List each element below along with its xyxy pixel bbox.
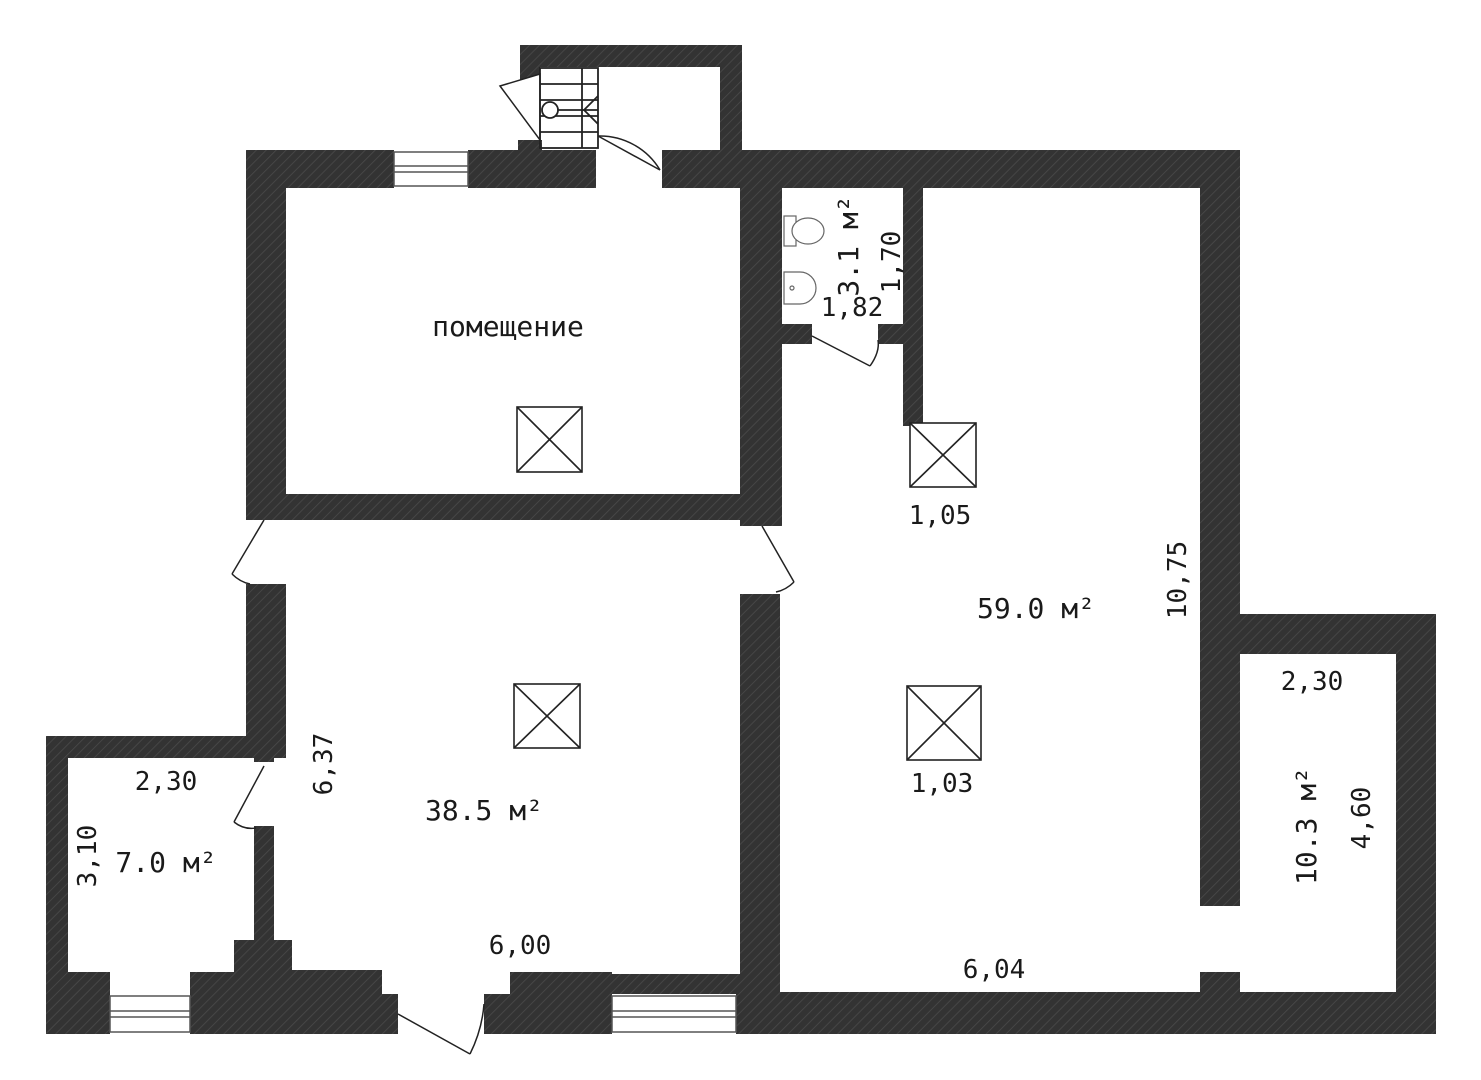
wall [90, 994, 110, 1034]
door-hall-right [761, 525, 795, 593]
wall [1396, 614, 1436, 1034]
door-bathroom [811, 335, 880, 367]
wall [740, 150, 782, 526]
wall [878, 324, 923, 344]
dimension-main-length: 10,75 [1163, 541, 1193, 619]
dimension-bathroom-length: 1,70 [877, 231, 907, 294]
door-entrance [597, 135, 661, 171]
windows [109, 151, 737, 1033]
wall [234, 940, 292, 1034]
dimension-hall-length: 6,37 [309, 733, 339, 796]
sink-icon [783, 271, 817, 305]
room-area-bathroom: 3.1 м² [832, 195, 865, 296]
wall [740, 594, 780, 1034]
window [393, 151, 469, 187]
dimension-side-length: 4,60 [1347, 787, 1377, 850]
dimension-main-width: 6,04 [963, 955, 1026, 985]
dimension-side-width: 2,30 [1281, 667, 1344, 697]
wall [1200, 150, 1240, 650]
dimension-storage-length: 3,10 [73, 825, 103, 888]
room-area-main: 59.0 м² [977, 592, 1095, 625]
wall [468, 150, 596, 188]
columns [513, 406, 982, 761]
wall [290, 970, 382, 1034]
stairs [539, 67, 599, 149]
door-pomeshchenie-left [231, 519, 265, 585]
dimension-bathroom-width: 1,82 [821, 293, 884, 323]
dimension-storage-width: 2,30 [135, 767, 198, 797]
room-label-pomeshchenie: помещение [432, 310, 584, 343]
wall [520, 45, 742, 67]
dimension-column-upper-right: 1,05 [909, 501, 972, 531]
wall [254, 826, 274, 946]
wall [246, 584, 286, 758]
wall [720, 45, 742, 155]
wall [382, 994, 398, 1034]
toilet-icon [783, 215, 825, 247]
room-area-side: 10.3 м² [1290, 767, 1323, 885]
room-area-hall: 38.5 м² [425, 794, 543, 827]
wall [484, 994, 514, 1034]
wall [46, 736, 68, 1034]
wall [510, 972, 612, 1034]
column-upper-right [909, 422, 977, 488]
column-pomeshchenie [516, 406, 583, 473]
wall [903, 186, 923, 326]
wall [778, 324, 812, 344]
walls [46, 45, 1436, 1034]
dimension-hall-width: 6,00 [489, 931, 552, 961]
door-vestibule [498, 72, 541, 143]
column-hall [513, 683, 581, 749]
doors [231, 72, 880, 1055]
wall [1200, 640, 1240, 906]
labels: помещение 38.5 м² 6,00 6,37 7.0 м² 2,30 … [73, 195, 1377, 985]
door-bottom [397, 1003, 485, 1055]
door-storage [233, 765, 265, 830]
wall [190, 972, 240, 1034]
room-area-storage: 7.0 м² [115, 846, 216, 879]
window [611, 995, 737, 1033]
window [109, 995, 191, 1033]
wall [246, 494, 782, 520]
wall [518, 140, 542, 154]
dimension-column-lower-right: 1,03 [911, 769, 974, 799]
wall [740, 992, 1436, 1034]
wall [903, 340, 923, 426]
column-lower-right [906, 685, 982, 761]
wall [740, 150, 1240, 188]
sanitary [783, 215, 825, 305]
wall [46, 736, 274, 758]
wall [612, 974, 740, 994]
wall [736, 974, 742, 1034]
wall [246, 150, 286, 518]
